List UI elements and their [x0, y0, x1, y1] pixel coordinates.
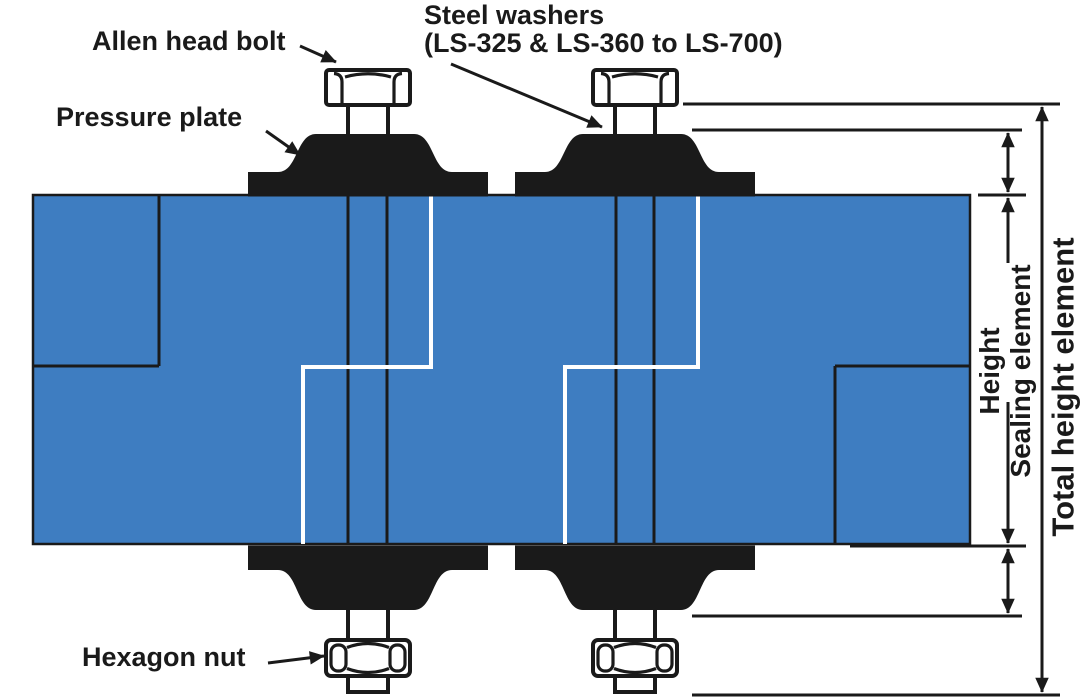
pressure-plate-top-right	[515, 134, 755, 197]
sealing-element-body	[31, 193, 972, 546]
bolt-head-dome	[611, 72, 659, 79]
bolt-shank-top-right	[613, 101, 657, 139]
bolt-head-facet-right	[659, 71, 670, 105]
bolt-head-icon	[591, 68, 679, 107]
arrow-pressure-plate	[265, 129, 301, 157]
bolt-head-facet-left	[600, 71, 611, 105]
pressure-plate-bottom-right	[515, 545, 755, 610]
arrow-hexagon-nut	[267, 651, 325, 665]
height-sealing-label-line2: Sealing element	[1005, 264, 1036, 478]
bolt-head-facet-left	[333, 71, 344, 105]
dimension-lines	[1001, 106, 1049, 693]
bolt-end-stub	[346, 674, 390, 694]
bolt-head-facet-right	[392, 71, 403, 105]
nut-facet-right	[655, 643, 674, 673]
height-sealing-label-line1: Height	[974, 327, 1005, 415]
nut-facet-left	[329, 643, 348, 673]
bolt-head-icon	[324, 68, 412, 107]
steel-washers-label-line2: (LS-325 & LS-360 to LS-700)	[424, 28, 783, 58]
nut-facet-left	[596, 643, 615, 673]
hexagon-nut-left	[324, 638, 412, 694]
nut-chamfer-arcs	[613, 641, 657, 675]
bolt-end-stub	[613, 674, 657, 694]
pressure-plate-label: Pressure plate	[56, 102, 243, 132]
allen-bolt-head-right	[591, 68, 679, 107]
pressure-plate-bottom-left	[248, 545, 488, 610]
arrow-steel-washers	[450, 62, 603, 129]
joint-line-right-step	[833, 364, 970, 544]
allen-bolt-head-left	[324, 68, 412, 107]
bolt-shaft-left	[346, 195, 389, 544]
pointer-arrows	[265, 44, 603, 665]
allen-head-bolt-label: Allen head bolt	[92, 26, 286, 56]
hexagon-nut-label: Hexagon nut	[82, 642, 246, 672]
joint-line-white-left-bolt	[301, 195, 433, 544]
height-sealing-element-label: Height Sealing element	[974, 264, 1036, 477]
pressure-plate-top-left	[248, 134, 488, 197]
joint-line-left-step	[33, 195, 161, 368]
bolt-shank-bottom-right	[613, 604, 657, 646]
bolt-shank-top-left	[346, 101, 390, 139]
bolt-shaft-right	[614, 195, 656, 544]
extension-lines	[683, 102, 1060, 697]
bolt-shank-bottom-left	[346, 604, 390, 646]
nut-facet-right	[388, 643, 407, 673]
hexagon-nut-right	[591, 638, 679, 694]
steel-washers-label-line1: Steel washers	[424, 0, 605, 30]
steel-washers-label: Steel washers (LS-325 & LS-360 to LS-700…	[424, 1, 783, 57]
arrow-allen-head-bolt	[299, 44, 337, 64]
nut-chamfer-arcs	[346, 641, 390, 675]
total-height-element-label: Total height element	[1045, 237, 1080, 537]
bolt-head-dome	[344, 72, 392, 79]
joint-line-white-right-bolt	[563, 195, 700, 544]
